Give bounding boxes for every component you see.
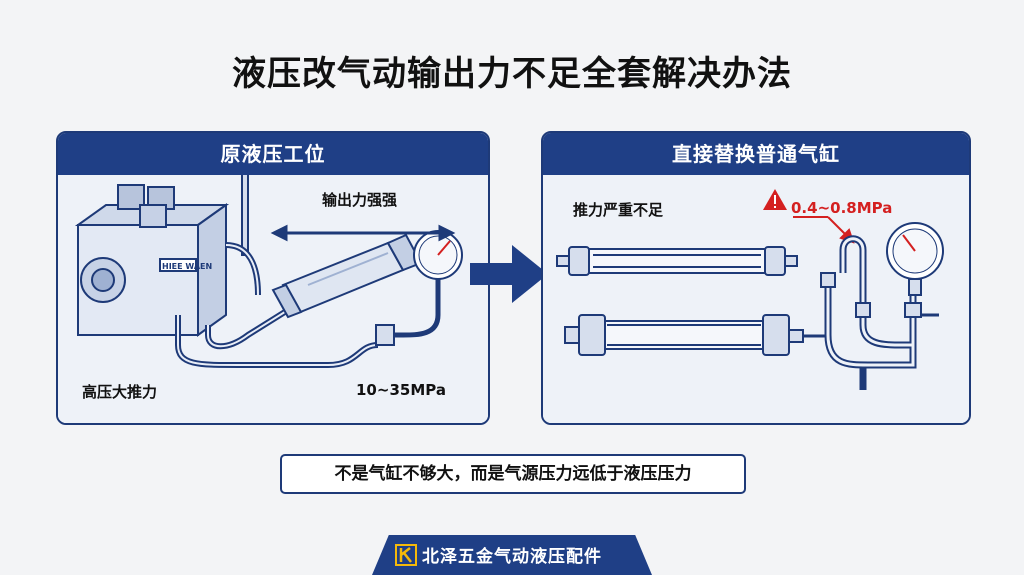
- brand-logo-icon: [395, 544, 417, 566]
- force-label: 输出力强强: [322, 191, 398, 209]
- hydraulic-station-panel: 原液压工位 HIEE WAEN: [56, 131, 490, 425]
- brand-name: 北泽五金气动液压配件: [422, 547, 602, 567]
- hydraulic-illustration: HIEE WAEN: [74, 175, 463, 368]
- pneumatic-pressure-label: 0.4~0.8MPa: [791, 199, 893, 217]
- pneumatic-illustration: [556, 189, 944, 390]
- pipe-fittings: [820, 272, 922, 318]
- hydraulic-panel-header: 原液压工位: [58, 133, 488, 175]
- transition-arrow-icon: [470, 245, 548, 303]
- pneumatic-replacement-panel: 直接替换普通气缸: [541, 131, 971, 425]
- hydraulic-pressure-label: 10~35MPa: [356, 381, 446, 399]
- page-title: 液压改气动输出力不足全套解决办法: [232, 54, 792, 94]
- force-double-arrow-icon: [270, 224, 456, 242]
- hydraulic-pipe-1: [225, 242, 261, 296]
- high-pressure-label: 高压大推力: [82, 383, 158, 401]
- hydraulic-rod: [241, 175, 249, 256]
- machine-plate-text: HIEE WAEN: [162, 262, 212, 271]
- pneumatic-cylinder-top: [556, 246, 798, 276]
- pneumatic-panel-header: 直接替换普通气缸: [543, 133, 969, 175]
- warning-icon: [763, 189, 787, 210]
- pressure-gauge-icon: [375, 230, 463, 346]
- hydraulic-cylinder: [271, 233, 423, 319]
- pressure-pointer-arrow-icon: [793, 216, 855, 244]
- conclusion-note: 不是气缸不够大，而是气源压力远低于液压压力: [280, 454, 746, 494]
- footer-band: [372, 535, 652, 575]
- hydraulic-power-unit: [74, 184, 230, 337]
- hydraulic-panel-body: HIEE WAEN: [58, 175, 488, 423]
- pneumatic-panel-body: 推力严重不足 0.4~0.8MPa: [543, 175, 969, 423]
- thrust-insufficient-label: 推力严重不足: [573, 201, 664, 219]
- low-pressure-gauge-icon: [886, 222, 944, 296]
- pneumatic-cylinder-bottom: [564, 314, 831, 356]
